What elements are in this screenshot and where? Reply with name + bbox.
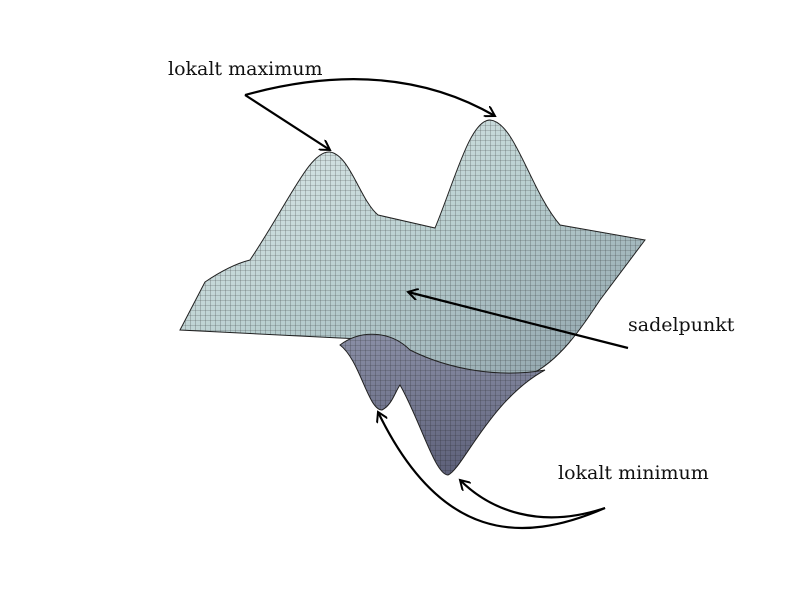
arrow-to-deep-minimum xyxy=(460,480,606,519)
label-saddle-point: sadelpunkt xyxy=(628,314,735,336)
label-local-maximum: lokalt maximum xyxy=(168,58,323,80)
surface-valley xyxy=(339,333,546,476)
arrow-to-left-maximum xyxy=(244,94,330,150)
arrow-to-saddle xyxy=(408,292,629,350)
annotation-arrows xyxy=(244,78,629,530)
arrow-to-shallow-minimum xyxy=(378,412,606,530)
surface-back xyxy=(179,119,646,376)
arrow-to-right-maximum xyxy=(244,78,495,116)
label-local-minimum: lokalt minimum xyxy=(558,462,709,484)
